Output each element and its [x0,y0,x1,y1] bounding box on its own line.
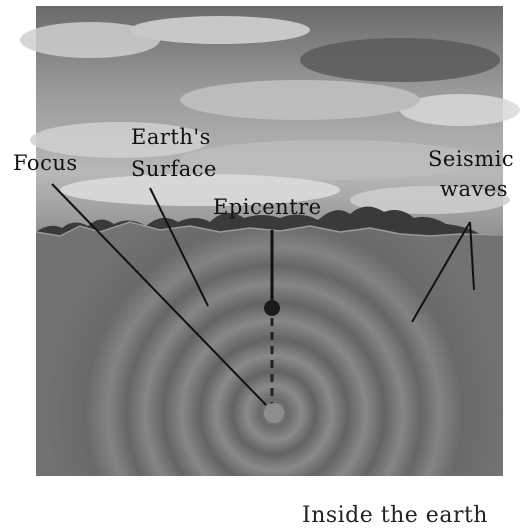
figure-caption: Inside the earth [302,503,488,528]
epicentre-dot [264,300,280,316]
earths-surface-label-line2: Surface [131,157,217,181]
seismic-pointer-1 [411,221,471,323]
seismic-pointer-2 [469,221,475,291]
seismic-waves-label-line1: Seismic [428,147,515,171]
earths-surface-label-line1: Earth's [131,125,211,149]
focus-dot [264,403,284,423]
seismic-waves-label-line2: waves [440,177,509,201]
focus-label: Focus [13,151,78,175]
focus-pointer [51,183,267,406]
epicentre-label: Epicentre [213,195,322,219]
surface-pointer [149,187,209,307]
ground [36,222,503,476]
surface-outline [35,221,504,237]
clouds [20,16,520,214]
